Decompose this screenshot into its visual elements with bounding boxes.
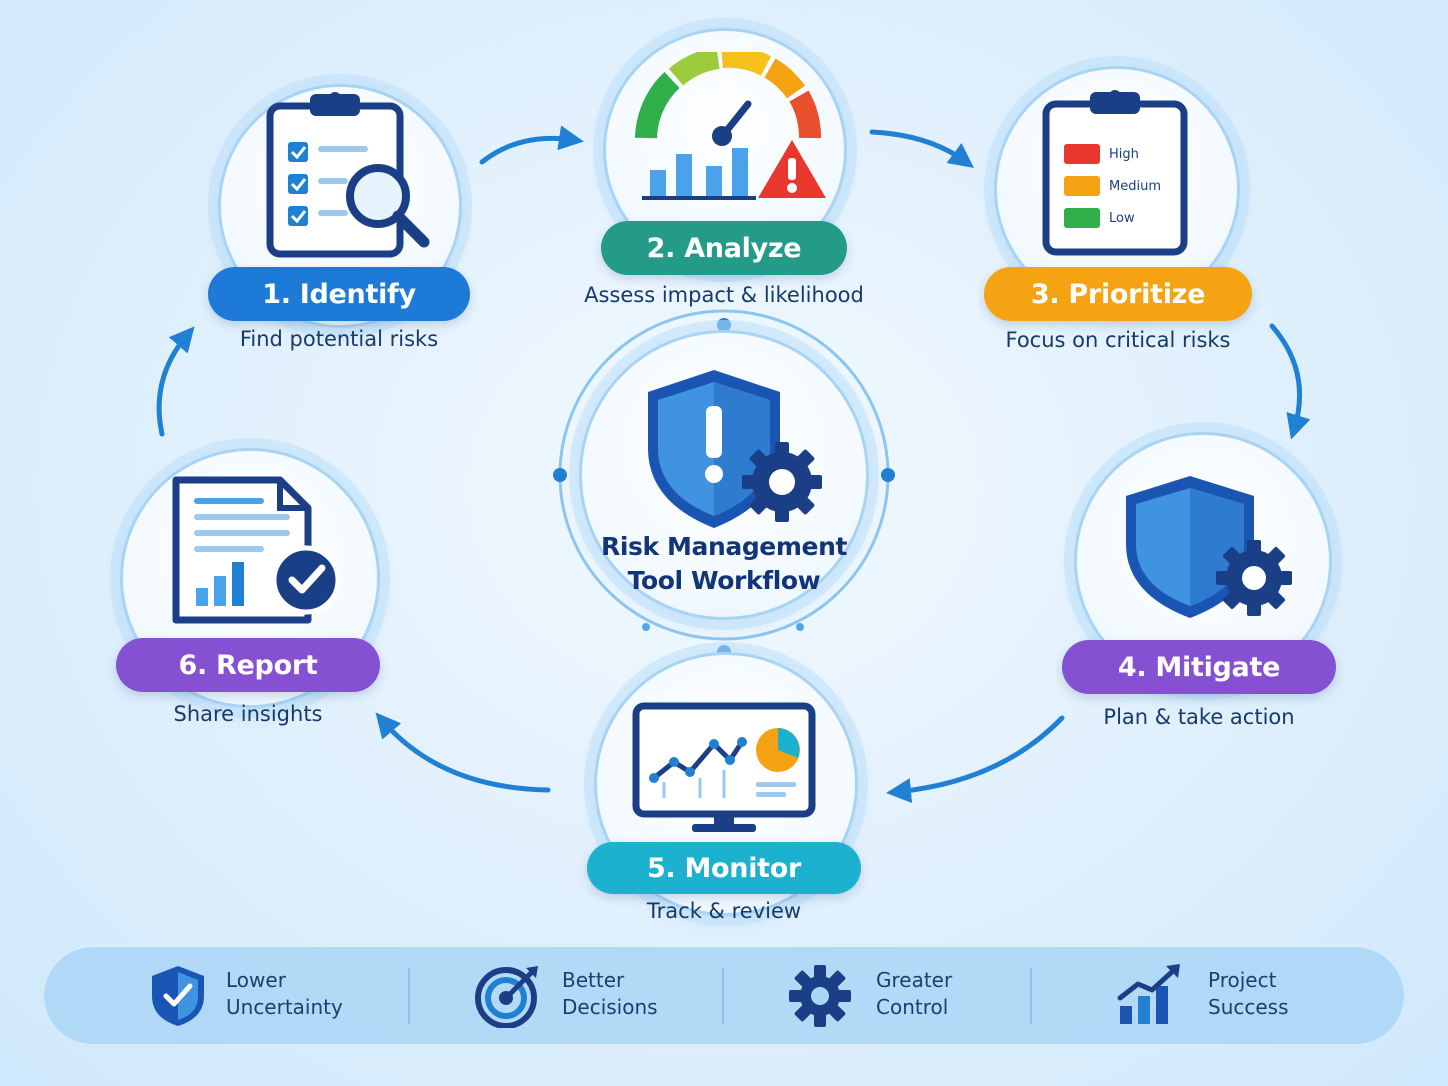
priority-label-low: Low xyxy=(1109,210,1135,226)
shield-gear-icon xyxy=(1126,476,1292,618)
priority-level-low: Low xyxy=(1064,207,1135,229)
center-title: Risk Management Tool Workflow xyxy=(574,530,874,598)
priority-label-high: High xyxy=(1109,146,1139,162)
clipboard-search-icon xyxy=(266,92,430,258)
priority-label-medium: Medium xyxy=(1109,178,1161,194)
shield-alert-icon xyxy=(648,370,822,528)
priority-level-high: High xyxy=(1064,143,1139,165)
benefit-line2: Uncertainty xyxy=(226,995,343,1019)
benefit-line1: Greater xyxy=(876,968,953,992)
benefit-project-success: Project Success xyxy=(1208,967,1289,1021)
step-analyze-label: 2. Analyze xyxy=(601,221,847,275)
orbit-dot-left xyxy=(553,468,567,482)
report-check-icon xyxy=(172,476,341,624)
arrow-prioritize-to-mitigate xyxy=(1269,323,1311,440)
arrow-analyze-to-prioritize xyxy=(869,129,975,168)
target-icon xyxy=(475,966,538,1028)
monitor-analytics-icon xyxy=(632,702,816,832)
center-title-line1: Risk Management xyxy=(600,532,848,561)
growth-chart-icon xyxy=(1117,964,1180,1024)
benefit-divider xyxy=(1030,968,1032,1024)
benefit-greater-control: Greater Control xyxy=(876,967,952,1021)
step-monitor-label: 5. Monitor xyxy=(587,842,861,894)
step-identify-label: 1. Identify xyxy=(208,267,470,321)
benefit-lower-uncertainty: Lower Uncertainty xyxy=(226,967,343,1021)
shield-check-icon xyxy=(152,966,204,1026)
step-prioritize-label: 3. Prioritize xyxy=(984,267,1252,321)
benefit-line1: Project xyxy=(1208,968,1277,992)
benefit-line1: Lower xyxy=(226,968,286,992)
benefit-divider xyxy=(722,968,724,1024)
priority-swatch-low xyxy=(1064,208,1100,228)
gear-icon xyxy=(789,965,851,1027)
orbit-dot-right xyxy=(881,468,895,482)
step-identify-description: Find potential risks xyxy=(239,327,439,351)
benefit-better-decisions: Better Decisions xyxy=(562,967,658,1021)
step-analyze-description: Assess impact & likelihood xyxy=(584,283,864,307)
arrow-monitor-to-report xyxy=(375,712,551,793)
benefit-line2: Success xyxy=(1208,995,1289,1019)
step-mitigate-description: Plan & take action xyxy=(1103,705,1295,729)
step-monitor-description: Track & review xyxy=(646,899,802,923)
arrow-mitigate-to-monitor xyxy=(886,715,1065,804)
priority-level-medium: Medium xyxy=(1064,175,1161,197)
step-report-label: 6. Report xyxy=(116,638,380,692)
orbit-dot-small-left xyxy=(642,623,650,631)
step-mitigate-label: 4. Mitigate xyxy=(1062,640,1336,694)
orbit-dot-small-right xyxy=(796,623,804,631)
benefit-line2: Decisions xyxy=(562,995,658,1019)
orbit-dot-top xyxy=(717,318,731,332)
benefit-line2: Control xyxy=(876,995,949,1019)
benefit-line1: Better xyxy=(562,968,625,992)
priority-swatch-medium xyxy=(1064,176,1100,196)
arrow-report-to-identify xyxy=(156,326,195,437)
step-report-description: Share insights xyxy=(173,702,323,726)
priority-swatch-high xyxy=(1064,144,1100,164)
arrow-identify-to-analyze xyxy=(479,125,584,165)
priority-clipboard-icon xyxy=(1042,90,1188,256)
step-prioritize-description: Focus on critical risks xyxy=(1005,328,1231,352)
benefits-bar: Lower Uncertainty Better Decisions xyxy=(44,946,1404,1044)
center-title-line2: Tool Workflow xyxy=(627,566,821,595)
benefit-divider xyxy=(408,968,410,1024)
risk-gauge-icon xyxy=(635,52,826,200)
